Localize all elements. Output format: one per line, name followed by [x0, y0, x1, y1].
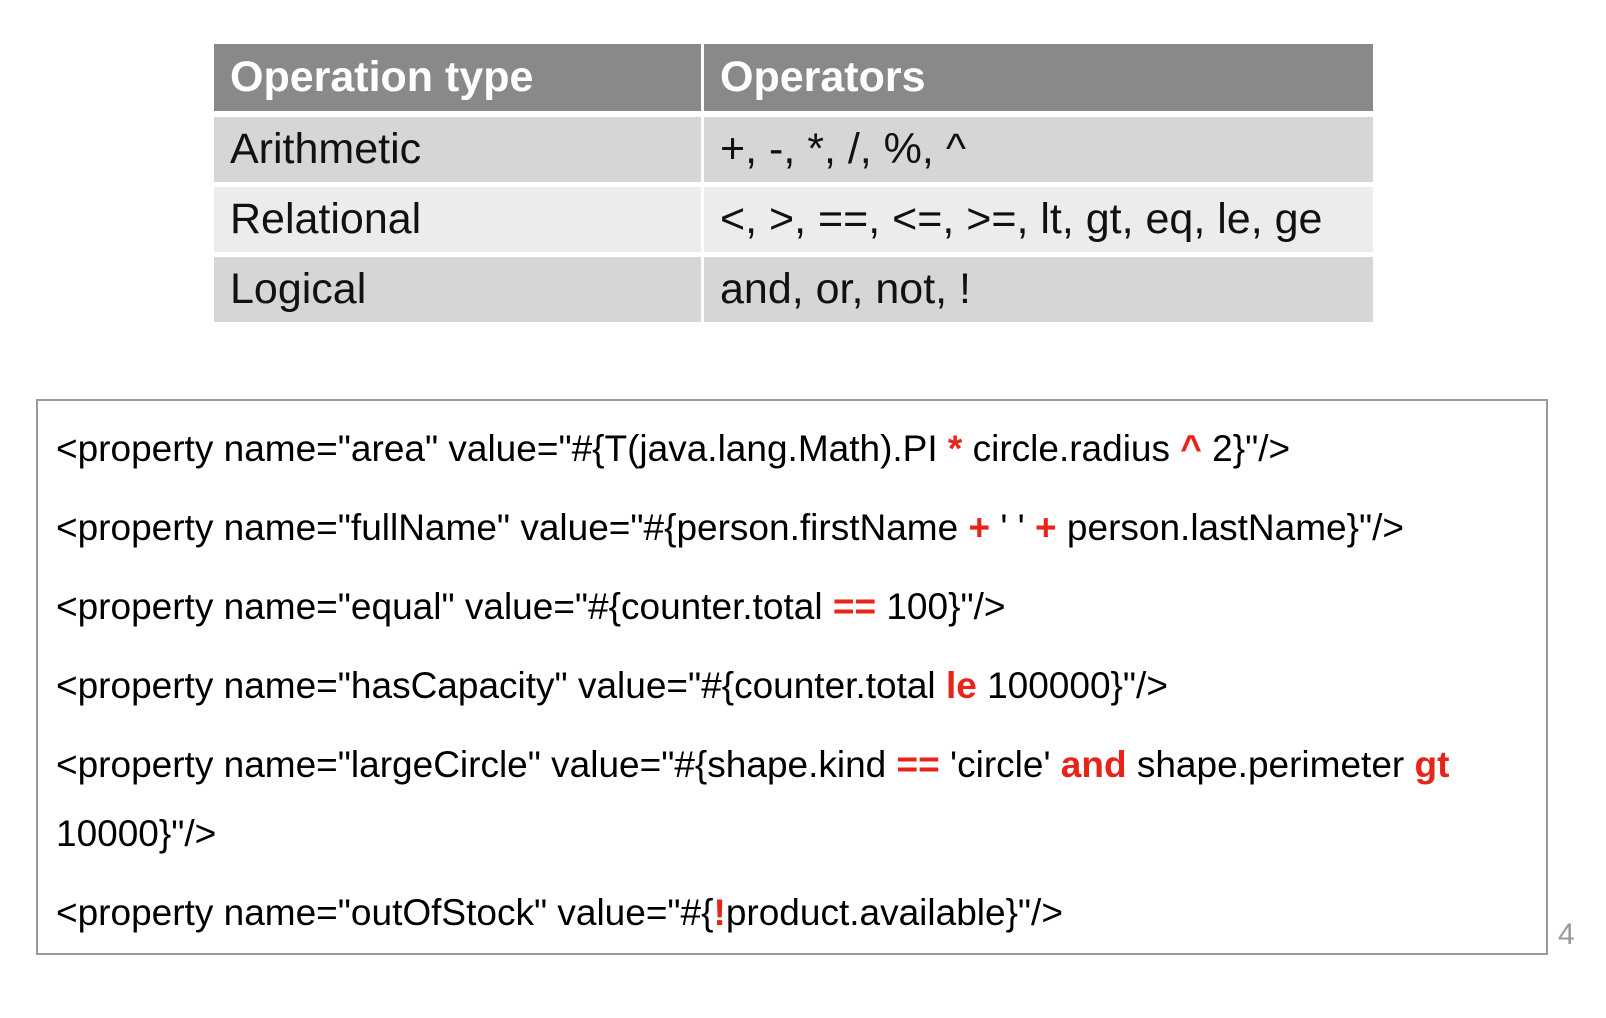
table-row: Logical and, or, not, ! [214, 257, 1373, 322]
operator-highlight: + [1035, 507, 1057, 548]
code-line: <property name="largeCircle" value="#{sh… [56, 743, 1449, 787]
code-text: shape.perimeter [1126, 744, 1415, 785]
code-line: <property name="hasCapacity" value="#{co… [56, 664, 1168, 708]
code-text: 100000}"/> [976, 665, 1168, 706]
code-text: <property name="fullName" value="#{perso… [56, 507, 969, 548]
operators-cell: +, -, *, /, %, ^ [704, 117, 1373, 187]
operator-highlight: le [945, 665, 977, 706]
code-line: <property name="equal" value="#{counter.… [56, 585, 1005, 629]
code-text: 2}"/> [1201, 428, 1291, 469]
page-number: 4 [1558, 918, 1575, 951]
code-line-continuation: 10000}"/> [56, 812, 216, 856]
code-example-box: <property name="area" value="#{T(java.la… [36, 399, 1548, 955]
operation-type-cell: Arithmetic [214, 117, 704, 187]
code-text: 'circle' [939, 744, 1061, 785]
operation-type-cell: Logical [214, 257, 704, 322]
code-text: person.lastName}"/> [1056, 507, 1404, 548]
operator-highlight: ! [713, 892, 726, 933]
operators-cell: <, >, ==, <=, >=, lt, gt, eq, le, ge [704, 187, 1373, 257]
code-line: <property name="fullName" value="#{perso… [56, 506, 1404, 550]
operator-highlight: ^ [1180, 428, 1202, 469]
operator-highlight: == [896, 744, 940, 785]
code-text: 10000}"/> [56, 813, 217, 854]
operator-highlight: + [968, 507, 991, 548]
code-text: <property name="equal" value="#{counter.… [56, 586, 833, 627]
table-row: Relational <, >, ==, <=, >=, lt, gt, eq,… [214, 187, 1373, 257]
operator-highlight: * [947, 428, 963, 469]
code-line: <property name="outOfStock" value="#{!pr… [56, 891, 1063, 935]
code-text: <property name="area" value="#{T(java.la… [56, 428, 948, 469]
code-line: <property name="area" value="#{T(java.la… [56, 427, 1290, 471]
code-text: product.available}"/> [725, 892, 1063, 933]
operator-highlight: gt [1414, 744, 1450, 785]
operator-highlight: == [832, 586, 877, 627]
table-header-row: Operation type Operators [214, 44, 1373, 117]
operators-cell: and, or, not, ! [704, 257, 1373, 322]
code-text: 100}"/> [876, 586, 1006, 627]
operation-type-cell: Relational [214, 187, 704, 257]
code-text: <property name="largeCircle" value="#{sh… [56, 744, 897, 785]
code-text: <property name="hasCapacity" value="#{co… [56, 665, 946, 706]
table-row: Arithmetic +, -, *, /, %, ^ [214, 117, 1373, 187]
header-operators: Operators [704, 44, 1373, 117]
header-operation-type: Operation type [214, 44, 704, 117]
code-text: ' ' [990, 507, 1036, 548]
operator-highlight: and [1060, 744, 1127, 785]
code-text: <property name="outOfStock" value="#{ [56, 892, 714, 933]
code-text: circle.radius [962, 428, 1181, 469]
operators-table: Operation type Operators Arithmetic +, -… [214, 44, 1373, 322]
